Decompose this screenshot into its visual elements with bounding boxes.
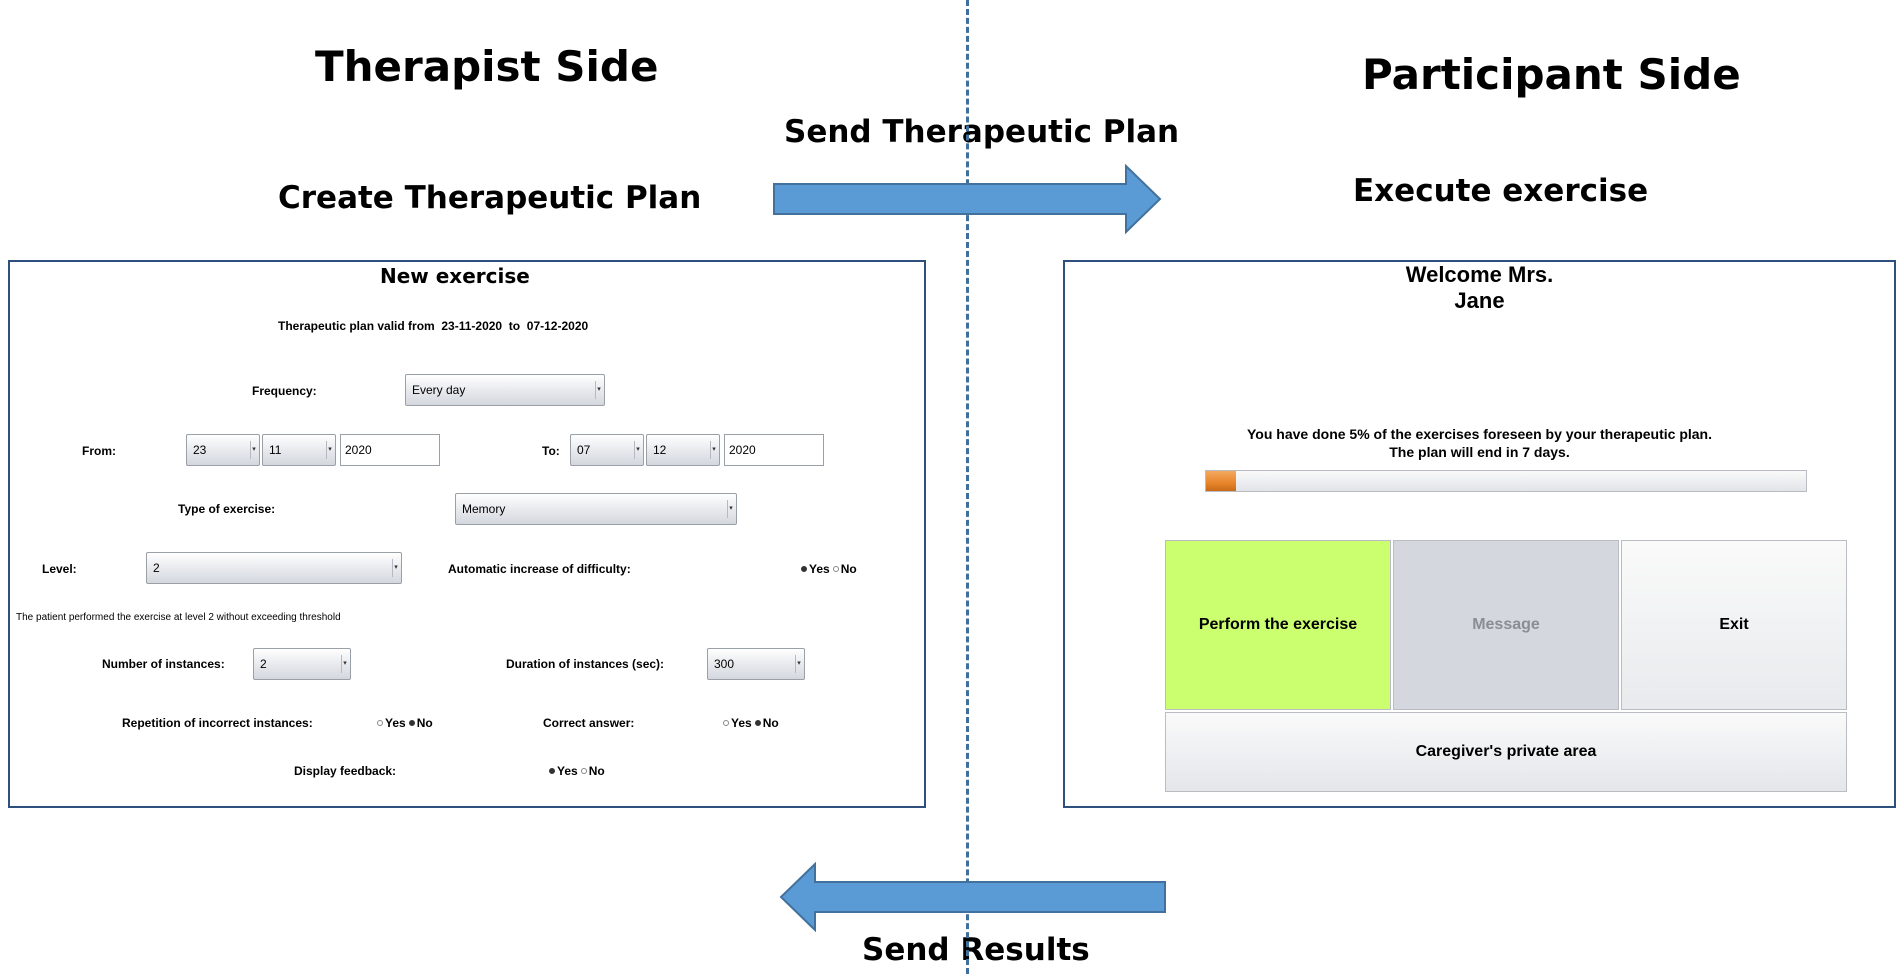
correct-answer-yes-label: Yes	[731, 716, 752, 730]
frequency-value: Every day	[412, 383, 466, 397]
frequency-label: Frequency:	[252, 384, 317, 398]
valid-to-label: to	[508, 319, 521, 333]
auto-increase-yes-label: Yes	[809, 562, 830, 576]
dropdown-arrow-icon: ▾	[634, 441, 641, 459]
to-day-value: 07	[577, 443, 591, 457]
feedback-no-radio[interactable]	[580, 768, 587, 774]
dropdown-arrow-icon: ▾	[795, 655, 802, 673]
correct-answer-no-radio[interactable]	[754, 720, 761, 726]
progress-fill	[1206, 471, 1236, 491]
therapist-side-heading: Therapist Side	[315, 42, 659, 91]
duration-value: 300	[714, 657, 735, 671]
dropdown-arrow-icon: ▾	[326, 441, 333, 459]
from-year-input[interactable]: 2020	[340, 434, 440, 466]
send-results-arrow-shape	[779, 862, 1166, 932]
send-results-heading: Send Results	[862, 932, 1090, 968]
execute-heading: Execute exercise	[1353, 173, 1649, 209]
auto-increase-radio-group: Yes No	[798, 562, 857, 576]
from-month-select[interactable]: 11 ▾	[262, 434, 336, 466]
feedback-no-label: No	[588, 764, 605, 778]
participant-side-heading: Participant Side	[1362, 50, 1741, 99]
to-day-select[interactable]: 07 ▾	[570, 434, 644, 466]
correct-answer-label: Correct answer:	[543, 716, 635, 730]
exercise-type-select[interactable]: Memory ▾	[455, 493, 737, 525]
to-year-input[interactable]: 2020	[724, 434, 824, 466]
patient-note: The patient performed the exercise at le…	[16, 612, 341, 623]
progress-message: You have done 5% of the exercises forese…	[1065, 425, 1894, 461]
repetition-no-radio[interactable]	[408, 720, 415, 726]
to-month-select[interactable]: 12 ▾	[646, 434, 720, 466]
message-button[interactable]: Message	[1393, 540, 1619, 710]
validity-label: Therapeutic plan valid from	[278, 319, 435, 333]
send-plan-heading: Send Therapeutic Plan	[784, 114, 1180, 150]
participant-panel: Welcome Mrs. Jane You have done 5% of th…	[1063, 260, 1896, 808]
feedback-radio-group: Yes No	[546, 764, 605, 778]
auto-increase-yes-radio[interactable]	[801, 566, 807, 572]
level-value: 2	[153, 561, 160, 575]
repetition-no-label: No	[416, 716, 433, 730]
valid-from-value: 23-11-2020	[441, 319, 503, 333]
level-label: Level:	[42, 562, 77, 576]
send-results-arrow	[779, 862, 1166, 932]
auto-increase-label: Automatic increase of difficulty:	[448, 562, 631, 576]
center-divider	[966, 0, 969, 974]
auto-increase-no-label: No	[840, 562, 857, 576]
repetition-label: Repetition of incorrect instances:	[122, 716, 313, 730]
welcome-line-1: Welcome Mrs.	[1405, 262, 1554, 287]
valid-to-value: 07-12-2020	[526, 319, 589, 333]
feedback-yes-label: Yes	[557, 764, 578, 778]
dropdown-arrow-icon: ▾	[250, 441, 257, 459]
create-plan-heading: Create Therapeutic Plan	[278, 180, 702, 216]
progress-line-2: The plan will end in 7 days.	[1389, 444, 1570, 460]
duration-label: Duration of instances (sec):	[506, 657, 665, 671]
send-plan-arrow-shape	[773, 163, 1162, 235]
repetition-yes-label: Yes	[385, 716, 406, 730]
level-select[interactable]: 2 ▾	[146, 552, 402, 584]
validity-line: Therapeutic plan valid from 23-11-2020 t…	[278, 319, 588, 333]
from-label: From:	[82, 444, 116, 458]
instances-select[interactable]: 2 ▾	[253, 648, 351, 680]
caregiver-area-button[interactable]: Caregiver's private area	[1165, 712, 1847, 792]
progress-line-1: You have done 5% of the exercises forese…	[1247, 426, 1712, 442]
from-month-value: 11	[269, 443, 282, 457]
dropdown-arrow-icon: ▾	[710, 441, 717, 459]
exercise-type-label: Type of exercise:	[178, 502, 276, 516]
instances-value: 2	[260, 657, 267, 671]
dropdown-arrow-icon: ▾	[595, 381, 602, 399]
feedback-label: Display feedback:	[294, 764, 397, 778]
repetition-yes-radio[interactable]	[377, 720, 383, 726]
dropdown-arrow-icon: ▾	[727, 500, 734, 518]
new-exercise-title: New exercise	[380, 264, 530, 288]
to-label: To:	[542, 444, 560, 458]
instances-label: Number of instances:	[102, 657, 225, 671]
frequency-select[interactable]: Every day ▾	[405, 374, 605, 406]
from-day-select[interactable]: 23 ▾	[186, 434, 260, 466]
exercise-type-value: Memory	[462, 502, 506, 516]
to-month-value: 12	[653, 443, 667, 457]
correct-answer-radio-group: Yes No	[720, 716, 779, 730]
welcome-message: Welcome Mrs. Jane	[1065, 262, 1894, 314]
feedback-yes-radio[interactable]	[549, 768, 555, 774]
progress-bar	[1205, 470, 1807, 492]
therapist-panel: New exercise Therapeutic plan valid from…	[8, 260, 926, 808]
duration-select[interactable]: 300 ▾	[707, 648, 805, 680]
correct-answer-no-label: No	[762, 716, 779, 730]
exit-button[interactable]: Exit	[1621, 540, 1847, 710]
correct-answer-yes-radio[interactable]	[723, 720, 729, 726]
repetition-radio-group: Yes No	[374, 716, 433, 730]
dropdown-arrow-icon: ▾	[341, 655, 348, 673]
from-day-value: 23	[193, 443, 207, 457]
welcome-line-2: Jane	[1454, 288, 1505, 313]
auto-increase-no-radio[interactable]	[832, 566, 839, 572]
dropdown-arrow-icon: ▾	[392, 559, 399, 577]
perform-exercise-button[interactable]: Perform the exercise	[1165, 540, 1391, 710]
send-plan-arrow	[773, 163, 1162, 235]
